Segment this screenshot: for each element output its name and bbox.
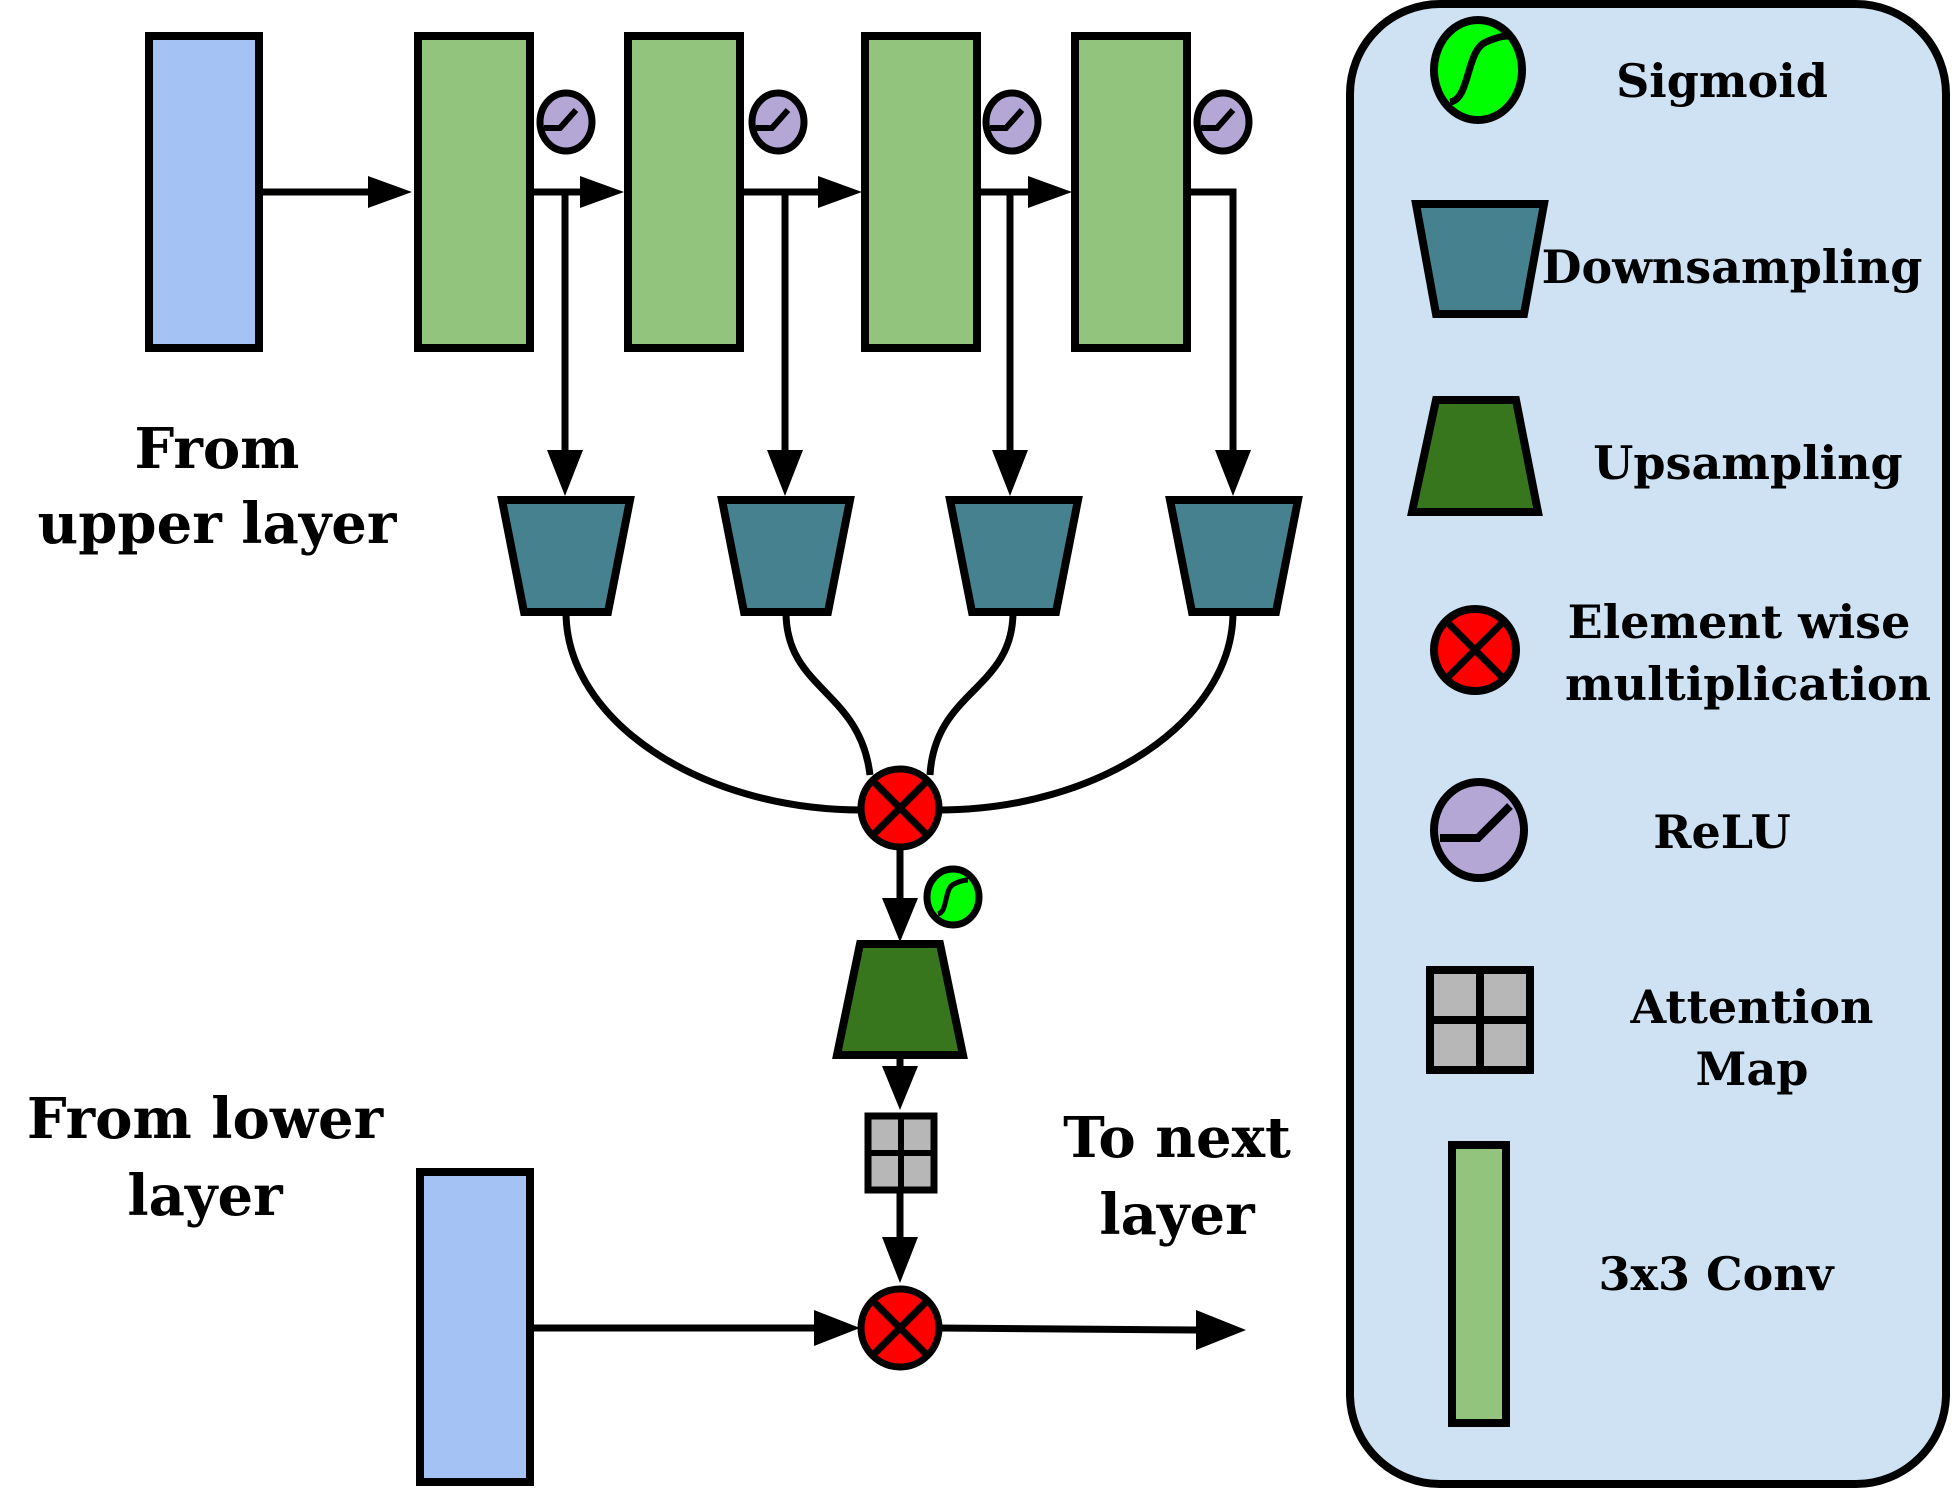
- to-next-label-line2: layer: [1099, 1182, 1256, 1248]
- conv-block-1: [414, 32, 534, 352]
- conv-block-2: [624, 32, 744, 352]
- downsample-block-1: [497, 496, 635, 616]
- attention-map-icon: [864, 1112, 938, 1194]
- top-arrows: [259, 176, 1237, 450]
- conv-block-3: [861, 32, 981, 352]
- legend-downsampling-label: Downsampling: [1542, 240, 1923, 294]
- legend-attention-map-line1: Attention: [1630, 980, 1874, 1034]
- arrow-head: [814, 1310, 860, 1346]
- from-upper-label-line2: upper layer: [38, 491, 398, 557]
- upper-input-block: [145, 32, 263, 352]
- legend-downsampling-icon: [1411, 200, 1549, 318]
- merge-curves: [562, 611, 1237, 814]
- arrow-head: [882, 1237, 918, 1283]
- relu-icon: [1193, 89, 1253, 155]
- legend-relu-icon: [1430, 778, 1528, 882]
- legend-sigmoid-label: Sigmoid: [1616, 54, 1828, 108]
- from-lower-label-line1: From lower: [27, 1086, 385, 1152]
- downsample-block-2: [717, 496, 855, 616]
- arrow-head: [1196, 1310, 1246, 1350]
- legend-conv-icon: [1448, 1141, 1510, 1427]
- sigmoid-icon: [923, 865, 983, 929]
- legend-multiply-icon: [1430, 605, 1520, 695]
- legend-upsampling-label: Upsampling: [1593, 436, 1902, 490]
- legend-relu-label: ReLU: [1653, 805, 1790, 859]
- legend-element-wise-line1: Element wise: [1568, 595, 1911, 649]
- down-arrows: [547, 192, 1251, 496]
- relu-icon: [748, 89, 808, 155]
- legend-attention-map-icon: [1426, 966, 1534, 1074]
- legend-sigmoid-icon: [1430, 16, 1526, 124]
- conv-block-4: [1071, 32, 1191, 352]
- legend-upsampling-icon: [1407, 396, 1543, 516]
- multiply-icon: [857, 765, 943, 851]
- downsample-block-3: [945, 496, 1083, 616]
- legend-attention-map-line2: Map: [1696, 1042, 1809, 1096]
- from-upper-label-line1: From: [135, 416, 300, 482]
- to-next-label-line1: To next: [1063, 1105, 1291, 1171]
- arrow-head: [882, 1066, 918, 1110]
- downsample-block-4: [1165, 496, 1303, 616]
- legend-conv-label: 3x3 Conv: [1599, 1247, 1835, 1301]
- multiply-icon: [857, 1285, 943, 1371]
- from-lower-label-line2: layer: [127, 1163, 284, 1229]
- lower-input-block: [416, 1168, 534, 1486]
- legend-panel: [1346, 0, 1950, 1488]
- legend-element-wise-line2: multiplication: [1565, 657, 1931, 711]
- upsample-block: [832, 940, 968, 1059]
- relu-icon: [536, 89, 596, 155]
- arrow-head: [882, 898, 918, 942]
- relu-icon: [982, 89, 1042, 155]
